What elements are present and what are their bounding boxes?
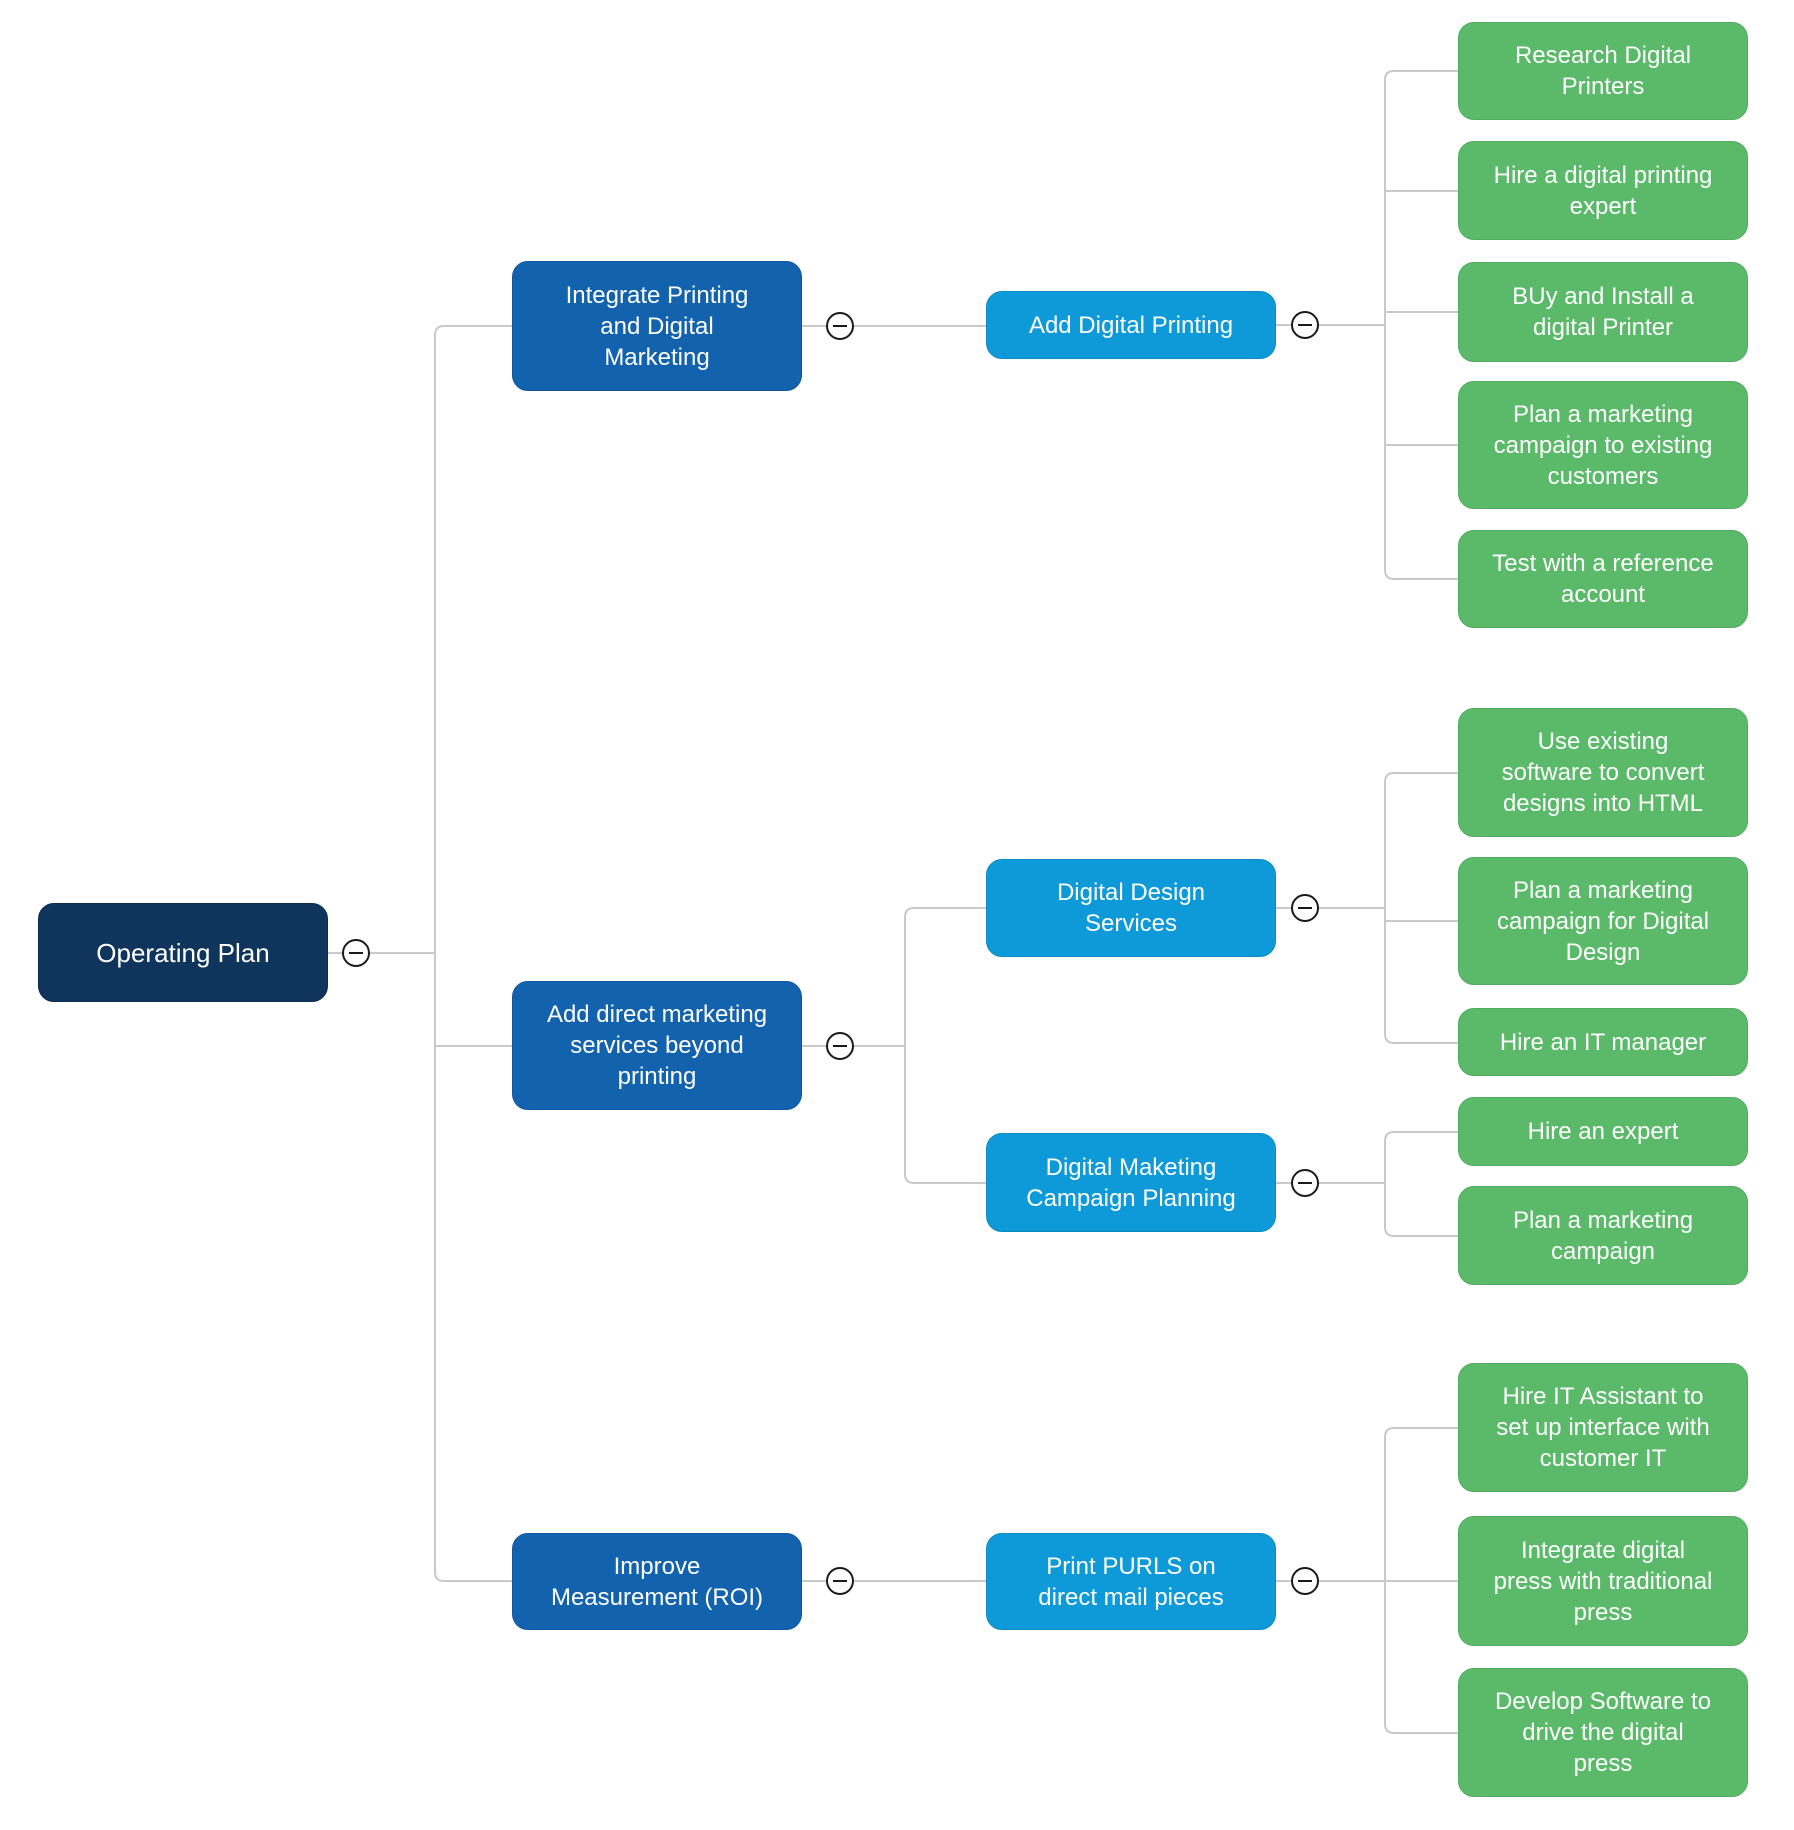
collapse-toggle-branch-3[interactable] bbox=[826, 1567, 854, 1595]
node-integrate-digital-press-traditional-press[interactable]: Integrate digital press with traditional… bbox=[1458, 1516, 1748, 1646]
node-label: Improve Measurement (ROI) bbox=[550, 1552, 764, 1611]
collapse-toggle-digital-design-services[interactable] bbox=[1291, 894, 1319, 922]
node-research-digital-printers[interactable]: Research Digital Printers bbox=[1458, 22, 1748, 120]
node-label: Develop Software to drive the digital pr… bbox=[1494, 1688, 1712, 1777]
node-operating-plan[interactable]: Operating Plan bbox=[38, 903, 328, 1002]
node-hire-an-expert[interactable]: Hire an expert bbox=[1458, 1097, 1748, 1166]
node-label: Hire IT Assistant to set up interface wi… bbox=[1496, 1383, 1710, 1472]
node-label: Hire an IT manager bbox=[1499, 1028, 1707, 1056]
minus-circle-icon bbox=[833, 1044, 847, 1048]
node-digital-design-services[interactable]: Digital Design Services bbox=[986, 859, 1276, 957]
collapse-toggle-digital-maketing-campaign[interactable] bbox=[1291, 1169, 1319, 1197]
node-label: BUy and Install a digital Printer bbox=[1512, 283, 1694, 341]
node-label: Digital Maketing Campaign Planning bbox=[1026, 1153, 1236, 1212]
collapse-toggle-branch-1[interactable] bbox=[826, 312, 854, 340]
node-label: Plan a marketing campaign bbox=[1512, 1206, 1694, 1265]
minus-circle-icon bbox=[1298, 906, 1312, 910]
minus-circle-icon bbox=[833, 1579, 847, 1583]
node-hire-an-it-manager[interactable]: Hire an IT manager bbox=[1458, 1008, 1748, 1076]
minus-circle-icon bbox=[1298, 1181, 1312, 1185]
node-label: Digital Design Services bbox=[1056, 879, 1206, 937]
node-add-direct-marketing-services[interactable]: Add direct marketing services beyond pri… bbox=[512, 981, 802, 1110]
node-label: Add direct marketing services beyond pri… bbox=[546, 1001, 768, 1090]
node-label: Print PURLS on direct mail pieces bbox=[1038, 1552, 1224, 1611]
collapse-toggle-branch-2[interactable] bbox=[826, 1032, 854, 1060]
collapse-toggle-root[interactable] bbox=[342, 939, 370, 967]
node-label: Integrate Printing and Digital Marketing bbox=[565, 281, 749, 371]
minus-circle-icon bbox=[833, 324, 847, 328]
node-label: Plan a marketing campaign for Digital De… bbox=[1496, 876, 1710, 966]
node-label: Test with a reference account bbox=[1492, 550, 1714, 608]
node-buy-and-install-digital-printer[interactable]: BUy and Install a digital Printer bbox=[1458, 262, 1748, 362]
node-label: Hire a digital printing expert bbox=[1493, 161, 1713, 220]
node-plan-a-marketing-campaign[interactable]: Plan a marketing campaign bbox=[1458, 1186, 1748, 1285]
node-integrate-printing-and-digital-marketing[interactable]: Integrate Printing and Digital Marketing bbox=[512, 261, 802, 391]
minus-circle-icon bbox=[1298, 1579, 1312, 1583]
node-label: Operating Plan bbox=[96, 937, 270, 968]
node-improve-measurement-roi[interactable]: Improve Measurement (ROI) bbox=[512, 1533, 802, 1630]
node-hire-digital-printing-expert[interactable]: Hire a digital printing expert bbox=[1458, 141, 1748, 240]
node-add-digital-printing[interactable]: Add Digital Printing bbox=[986, 291, 1276, 359]
node-develop-software-drive-digital-press[interactable]: Develop Software to drive the digital pr… bbox=[1458, 1668, 1748, 1797]
collapse-toggle-print-purls[interactable] bbox=[1291, 1567, 1319, 1595]
minus-circle-icon bbox=[349, 951, 363, 955]
node-label: Add Digital Printing bbox=[1028, 311, 1234, 339]
node-hire-it-assistant-interface-customer-it[interactable]: Hire IT Assistant to set up interface wi… bbox=[1458, 1363, 1748, 1492]
node-label: Integrate digital press with traditional… bbox=[1493, 1536, 1713, 1626]
node-plan-marketing-campaign-digital-design[interactable]: Plan a marketing campaign for Digital De… bbox=[1458, 857, 1748, 985]
node-digital-maketing-campaign-planning[interactable]: Digital Maketing Campaign Planning bbox=[986, 1133, 1276, 1232]
node-test-with-reference-account[interactable]: Test with a reference account bbox=[1458, 530, 1748, 628]
node-label: Plan a marketing campaign to existing cu… bbox=[1493, 400, 1713, 490]
minus-circle-icon bbox=[1298, 323, 1312, 327]
node-label: Hire an expert bbox=[1527, 1118, 1679, 1145]
collapse-toggle-add-digital-printing[interactable] bbox=[1291, 311, 1319, 339]
node-print-purls-on-direct-mail-pieces[interactable]: Print PURLS on direct mail pieces bbox=[986, 1533, 1276, 1630]
node-use-existing-software-convert-html[interactable]: Use existing software to convert designs… bbox=[1458, 708, 1748, 837]
node-label: Research Digital Printers bbox=[1514, 42, 1692, 100]
node-label: Use existing software to convert designs… bbox=[1501, 728, 1705, 817]
node-plan-marketing-campaign-existing-customers[interactable]: Plan a marketing campaign to existing cu… bbox=[1458, 381, 1748, 509]
